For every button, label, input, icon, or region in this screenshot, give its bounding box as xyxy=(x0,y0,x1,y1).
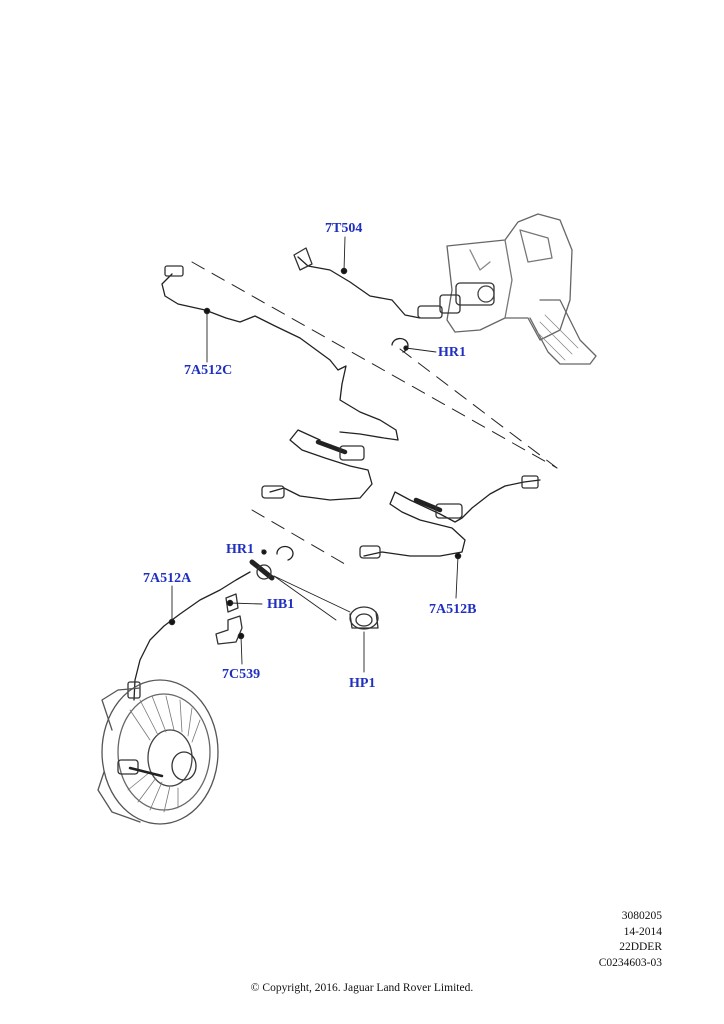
clutch-pedal-assembly xyxy=(439,213,597,365)
callout-7a512a[interactable]: 7A512A xyxy=(143,571,192,586)
callout-7a512c[interactable]: 7A512C xyxy=(184,363,233,378)
hose-7t504 xyxy=(293,247,443,319)
pipe-7a512b xyxy=(359,475,541,560)
callout-hr1-upper[interactable]: HR1 xyxy=(438,345,466,360)
copyright-notice: © Copyright, 2016. Jaguar Land Rover Lim… xyxy=(250,982,474,994)
reference-date: 14-2014 xyxy=(623,925,662,938)
pipe-7a512c xyxy=(161,265,399,441)
callout-7t504[interactable]: 7T504 xyxy=(325,221,363,236)
bearing-hp1 xyxy=(349,606,379,630)
callout-7c539[interactable]: 7C539 xyxy=(222,667,261,682)
illustration-id: C0234603-03 xyxy=(598,956,662,969)
leader-lines xyxy=(171,236,459,673)
reference-block: 3080205 14-2014 22DDER C0234603-03 xyxy=(599,909,662,971)
callout-hb1[interactable]: HB1 xyxy=(267,597,295,612)
clutch-pressure-plate xyxy=(97,679,219,825)
pipe-loop-middle xyxy=(261,429,373,501)
callout-hp1[interactable]: HP1 xyxy=(349,676,376,691)
reference-code: 22DDER xyxy=(619,941,662,953)
retaining-ring-upper xyxy=(391,337,409,353)
callout-7a512b[interactable]: 7A512B xyxy=(429,602,477,617)
reference-number: 3080205 xyxy=(621,910,662,922)
callout-hr1-lower[interactable]: HR1 xyxy=(226,542,254,557)
assembly-guide-lines xyxy=(191,261,558,568)
retaining-ring-lower xyxy=(261,545,294,561)
bracket-7c539 xyxy=(215,593,245,645)
